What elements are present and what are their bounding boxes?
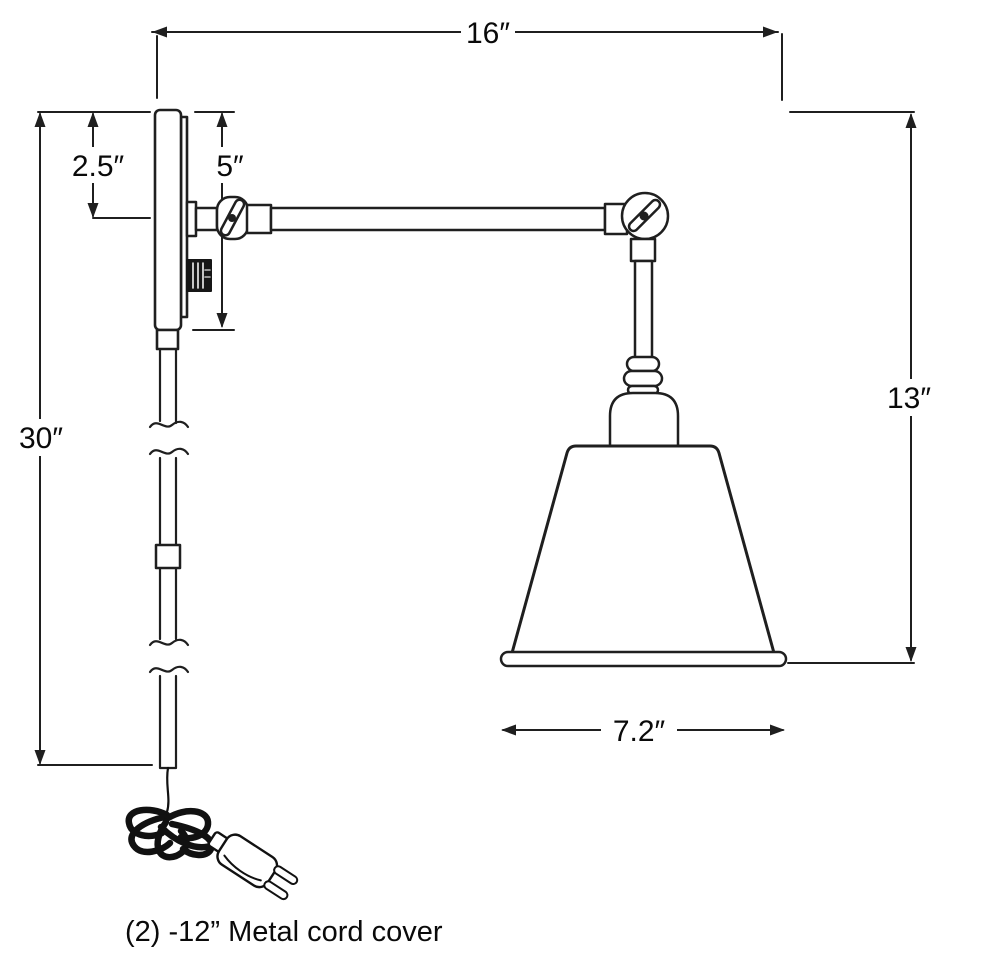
wall-knuckle-pin [228, 214, 236, 222]
wall-plate-front [153, 108, 183, 332]
elbow-assembly [603, 191, 680, 449]
socket-bead-2 [622, 369, 664, 388]
cord-wire [165, 766, 170, 814]
dim-plate-offset: 2.5″ [60, 112, 151, 219]
arrowhead-down-icon [87, 203, 99, 218]
power-plug [207, 831, 299, 901]
arrowhead-up-icon [905, 113, 917, 128]
cord-cover-tube [148, 347, 190, 770]
plug-body-seam [223, 854, 262, 882]
lamp-shade [499, 444, 788, 668]
shade-cone [510, 444, 776, 655]
plug-prong [263, 880, 289, 901]
dim-plate-height: 5″ [192, 111, 249, 331]
plate-neck [155, 328, 180, 351]
arrowhead-right-icon [770, 724, 785, 736]
arrowhead-up-icon [216, 112, 228, 127]
plug-body [216, 833, 279, 889]
break-mark-icon [148, 447, 190, 456]
wall-plate [153, 108, 189, 351]
tube-coupling [154, 543, 182, 570]
arrowhead-right-icon [763, 26, 778, 38]
swing-arm-tube [269, 206, 607, 232]
tube-segment-3 [158, 674, 178, 770]
arm-stub [245, 203, 273, 235]
dim-total-width: 16″ [151, 15, 783, 101]
arrowhead-left-icon [152, 26, 167, 38]
arrowhead-left-icon [501, 724, 516, 736]
tube-segment-1 [158, 347, 178, 425]
cord-tangle [125, 806, 217, 861]
socket-bead-1 [625, 355, 661, 373]
break-mark-icon [148, 665, 190, 674]
plug-prong [273, 865, 299, 886]
dim-shade-drop: 13″ [787, 111, 938, 664]
arrowhead-down-icon [905, 647, 917, 662]
elbow-pin [639, 211, 649, 221]
dim-shade-drop-label: 13″ [887, 382, 931, 415]
power-cord-bundle [125, 766, 299, 901]
arrowhead-down-icon [216, 313, 228, 328]
switch-knob [186, 259, 212, 292]
dim-cord-drop-label: 30″ [19, 422, 63, 455]
elbow-collar [629, 237, 657, 263]
mount-cap [185, 200, 198, 238]
dim-plate-height-label: 5″ [216, 150, 244, 183]
drop-tube [633, 259, 654, 360]
arrowhead-down-icon [34, 750, 46, 765]
swing-arm-assembly [185, 195, 607, 241]
break-mark-icon [148, 420, 190, 429]
arrowhead-up-icon [87, 112, 99, 127]
shade-bottom-rim [499, 650, 788, 668]
dim-shade-width-label: 7.2″ [613, 715, 666, 748]
dim-plate-offset-label: 2.5″ [72, 150, 125, 183]
arrowhead-up-icon [34, 112, 46, 127]
dim-total-width-label: 16″ [466, 17, 510, 50]
dim-cord-drop: 30″ [14, 111, 153, 766]
mount-stub [194, 206, 219, 232]
break-mark-icon [148, 638, 190, 647]
dim-shade-width: 7.2″ [501, 709, 785, 749]
socket-cup [608, 391, 680, 449]
cord-cover-note: (2) -12” Metal cord cover [125, 916, 443, 948]
